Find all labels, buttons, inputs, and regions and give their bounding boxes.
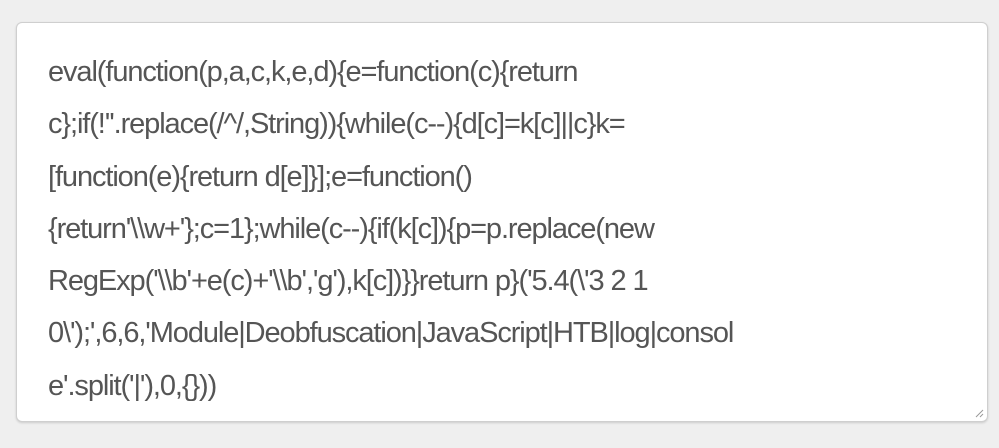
code-line: RegExp('\\b'+e(c)+'\\b','g'),k[c])}}retu… — [48, 265, 649, 298]
resize-handle-icon[interactable] — [974, 408, 984, 418]
code-content[interactable]: eval(function(p,a,c,k,e,d){e=function(c)… — [48, 46, 734, 412]
code-line: {return'\\w+'};c=1};while(c--){if(k[c]){… — [48, 212, 655, 245]
code-line: e'.split('|'),0,{})) — [48, 369, 217, 402]
code-line: eval(function(p,a,c,k,e,d){e=function(c)… — [48, 56, 579, 88]
code-textarea[interactable]: eval(function(p,a,c,k,e,d){e=function(c)… — [16, 22, 988, 422]
code-line: c};if(!''.replace(/^/,String)){while(c--… — [48, 108, 626, 141]
code-line: [function(e){return d[e]}];e=function() — [48, 160, 473, 193]
code-line: 0\');',6,6,'Module|Deobfuscation|JavaScr… — [48, 317, 734, 350]
